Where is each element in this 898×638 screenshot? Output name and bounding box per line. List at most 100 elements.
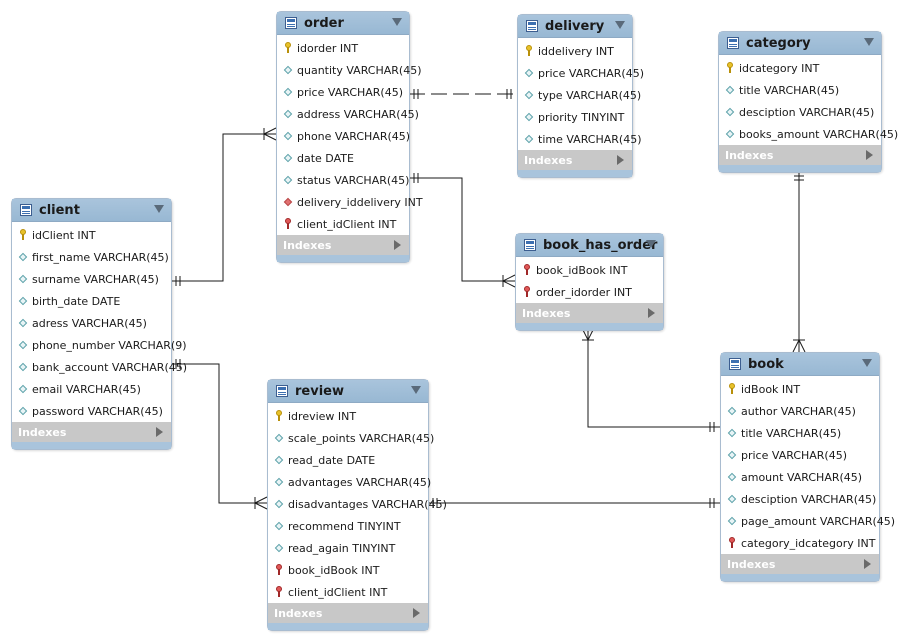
table-header[interactable]: review: [268, 380, 428, 403]
column-icon: [727, 449, 737, 461]
indexes-label: Indexes: [725, 148, 774, 162]
column-row[interactable]: type VARCHAR(45): [518, 84, 641, 106]
indexes-label: Indexes: [18, 425, 67, 439]
column-row[interactable]: category_idcategory INT: [721, 532, 879, 554]
column-icon: [524, 111, 534, 123]
table-header[interactable]: book: [721, 353, 879, 376]
table-header[interactable]: order: [277, 12, 409, 35]
dropdown-arrow-icon[interactable]: [154, 205, 164, 213]
column-row[interactable]: desciption VARCHAR(45): [719, 101, 881, 123]
column-row[interactable]: phone_number VARCHAR(9): [12, 334, 187, 356]
table-header[interactable]: client: [12, 199, 171, 222]
column-row[interactable]: time VARCHAR(45): [518, 128, 642, 150]
column-label: disadvantages VARCHAR(45): [288, 497, 447, 511]
indexes-section[interactable]: Indexes: [268, 603, 428, 623]
column-row[interactable]: idorder INT: [277, 37, 409, 59]
dropdown-arrow-icon[interactable]: [646, 240, 656, 248]
column-row[interactable]: quantity VARCHAR(45): [277, 59, 422, 81]
column-row[interactable]: delivery_iddelivery INT: [277, 191, 423, 213]
column-row[interactable]: phone VARCHAR(45): [277, 125, 410, 147]
column-row[interactable]: date DATE: [277, 147, 409, 169]
column-row[interactable]: page_amount VARCHAR(45): [721, 510, 895, 532]
rel-client-order: [171, 133, 276, 282]
column-row[interactable]: password VARCHAR(45): [12, 400, 171, 422]
table-footer: [277, 255, 409, 262]
column-row[interactable]: adress VARCHAR(45): [12, 312, 171, 334]
column-row[interactable]: status VARCHAR(45): [277, 169, 409, 191]
column-row[interactable]: email VARCHAR(45): [12, 378, 171, 400]
expand-arrow-icon[interactable]: [864, 559, 871, 569]
column-row[interactable]: amount VARCHAR(45): [721, 466, 879, 488]
column-label: desciption VARCHAR(45): [741, 492, 877, 506]
column-row[interactable]: read_date DATE: [268, 449, 428, 471]
column-icon: [274, 520, 284, 532]
column-row[interactable]: price VARCHAR(45): [721, 444, 879, 466]
table-header[interactable]: delivery: [518, 15, 632, 38]
expand-arrow-icon[interactable]: [156, 427, 163, 437]
dropdown-arrow-icon[interactable]: [411, 386, 421, 394]
expand-arrow-icon[interactable]: [617, 155, 624, 165]
column-row[interactable]: idcategory INT: [719, 57, 881, 79]
column-row[interactable]: priority TINYINT: [518, 106, 632, 128]
indexes-section[interactable]: Indexes: [518, 150, 632, 170]
column-row[interactable]: client_idClient INT: [277, 213, 409, 235]
indexes-section[interactable]: Indexes: [721, 554, 879, 574]
column-row[interactable]: disadvantages VARCHAR(45): [268, 493, 447, 515]
column-row[interactable]: address VARCHAR(45): [277, 103, 419, 125]
column-row[interactable]: title VARCHAR(45): [721, 422, 879, 444]
column-row[interactable]: client_idClient INT: [268, 581, 428, 603]
expand-arrow-icon[interactable]: [413, 608, 420, 618]
column-row[interactable]: advantages VARCHAR(45): [268, 471, 431, 493]
column-row[interactable]: recommend TINYINT: [268, 515, 428, 537]
foreign-key-icon: [274, 564, 284, 576]
column-row[interactable]: birth_date DATE: [12, 290, 171, 312]
column-row[interactable]: price VARCHAR(45): [518, 62, 644, 84]
column-row[interactable]: idClient INT: [12, 224, 171, 246]
column-row[interactable]: scale_points VARCHAR(45): [268, 427, 434, 449]
column-row[interactable]: first_name VARCHAR(45): [12, 246, 171, 268]
column-row[interactable]: desciption VARCHAR(45): [721, 488, 879, 510]
dropdown-arrow-icon[interactable]: [392, 18, 402, 26]
column-row[interactable]: iddelivery INT: [518, 40, 632, 62]
column-row[interactable]: books_amount VARCHAR(45): [719, 123, 898, 145]
dropdown-arrow-icon[interactable]: [862, 359, 872, 367]
column-icon: [18, 273, 28, 285]
column-label: iddelivery INT: [538, 44, 614, 58]
column-row[interactable]: book_idBook INT: [516, 259, 663, 281]
dropdown-arrow-icon[interactable]: [615, 21, 625, 29]
indexes-section[interactable]: Indexes: [516, 303, 663, 323]
indexes-section[interactable]: Indexes: [719, 145, 881, 165]
column-row[interactable]: read_again TINYINT: [268, 537, 428, 559]
table-header[interactable]: book_has_order: [516, 234, 663, 257]
indexes-section[interactable]: Indexes: [12, 422, 171, 442]
expand-arrow-icon[interactable]: [648, 308, 655, 318]
column-label: surname VARCHAR(45): [32, 272, 159, 286]
column-row[interactable]: book_idBook INT: [268, 559, 428, 581]
column-label: price VARCHAR(45): [297, 85, 404, 99]
column-icon: [283, 130, 293, 142]
indexes-section[interactable]: Indexes: [277, 235, 409, 255]
column-row[interactable]: title VARCHAR(45): [719, 79, 881, 101]
expand-arrow-icon[interactable]: [394, 240, 401, 250]
column-row[interactable]: surname VARCHAR(45): [12, 268, 171, 290]
table-header[interactable]: category: [719, 32, 881, 55]
column-row[interactable]: idreview INT: [268, 405, 428, 427]
dropdown-arrow-icon[interactable]: [864, 38, 874, 46]
column-icon: [18, 295, 28, 307]
column-row[interactable]: bank_account VARCHAR(45): [12, 356, 187, 378]
column-row[interactable]: price VARCHAR(45): [277, 81, 409, 103]
column-row[interactable]: idBook INT: [721, 378, 879, 400]
column-label: email VARCHAR(45): [32, 382, 141, 396]
column-row[interactable]: order_idorder INT: [516, 281, 663, 303]
column-icon: [524, 67, 534, 79]
expand-arrow-icon[interactable]: [866, 150, 873, 160]
column-row[interactable]: author VARCHAR(45): [721, 400, 879, 422]
